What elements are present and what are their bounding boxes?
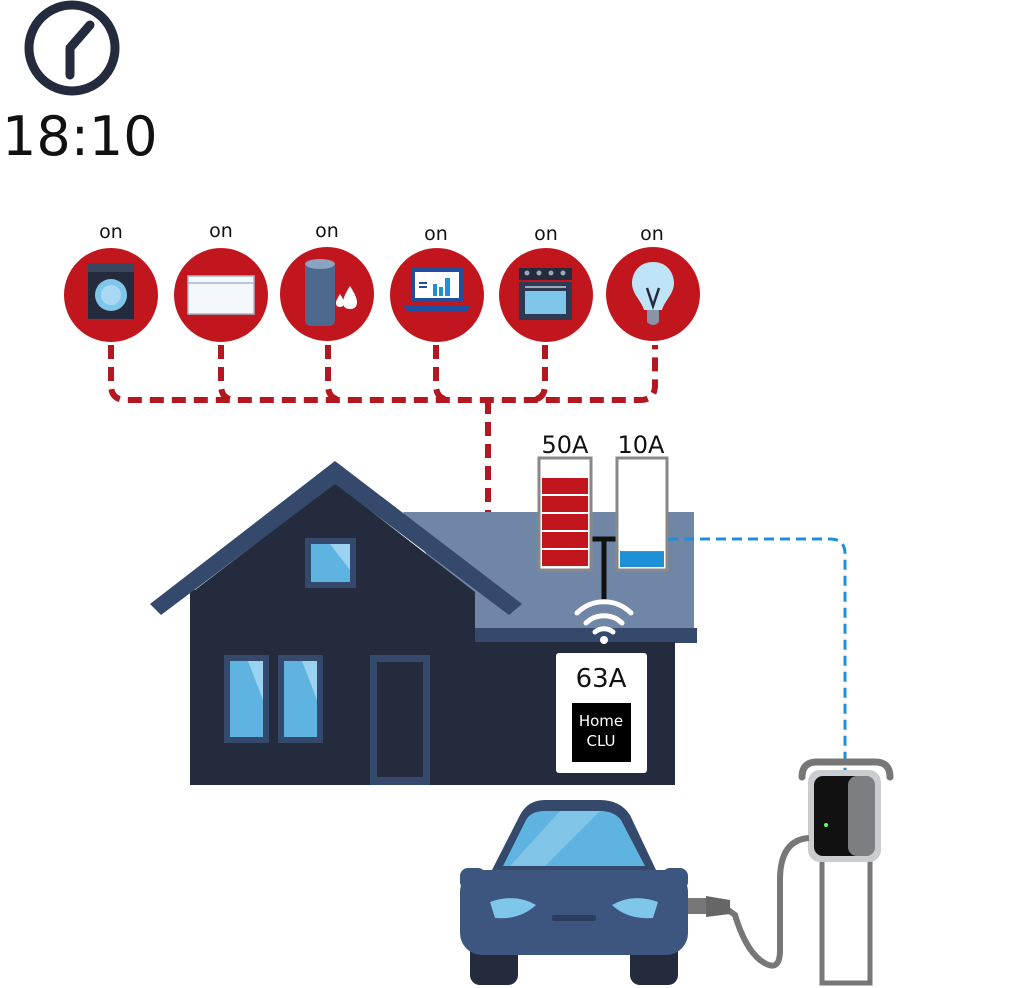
meter-segment bbox=[542, 532, 588, 548]
household-current-label: 50A bbox=[542, 431, 590, 459]
appliance-water-heater[interactable] bbox=[280, 247, 374, 341]
window bbox=[278, 655, 323, 743]
home-clu-unit[interactable]: 63A Home CLU bbox=[556, 653, 647, 773]
meter-segment bbox=[542, 514, 588, 530]
main-current-label: 63A bbox=[576, 664, 627, 694]
appliance-stove[interactable] bbox=[499, 248, 593, 342]
appliance-status: on bbox=[424, 223, 448, 245]
charger-meter-fill bbox=[620, 551, 664, 567]
clock-time: 18:10 bbox=[2, 105, 158, 168]
appliance-status: on bbox=[209, 220, 233, 242]
meter-segment bbox=[542, 550, 588, 566]
meter-segment bbox=[542, 496, 588, 512]
appliance-status: on bbox=[640, 223, 664, 245]
appliance-light[interactable] bbox=[606, 247, 700, 341]
clu-name-line1: Home bbox=[579, 712, 623, 730]
window bbox=[224, 655, 269, 743]
stove-icon bbox=[519, 268, 572, 320]
laptop-icon bbox=[403, 268, 471, 312]
charger-current-meter: 10A bbox=[615, 431, 669, 572]
meter-segment bbox=[542, 478, 588, 494]
water-heater-icon bbox=[305, 259, 357, 326]
charger-current-label: 10A bbox=[618, 431, 666, 459]
clu-name-line2: CLU bbox=[586, 732, 615, 750]
clock-icon bbox=[24, 0, 120, 96]
appliance-radiator[interactable] bbox=[174, 248, 268, 342]
appliance-washing-machine[interactable] bbox=[64, 248, 158, 342]
charging-station bbox=[688, 758, 894, 986]
household-meter-segments bbox=[542, 478, 588, 566]
meter-connector bbox=[592, 536, 617, 600]
door bbox=[370, 655, 430, 785]
appliance-laptop[interactable] bbox=[390, 248, 484, 342]
car bbox=[460, 800, 688, 985]
charging-plug bbox=[688, 896, 730, 917]
appliance-status: on bbox=[99, 221, 123, 243]
appliance-row: on on on bbox=[64, 220, 700, 342]
charger-link-line bbox=[668, 537, 847, 780]
appliance-status: on bbox=[315, 220, 339, 242]
radiator-icon bbox=[187, 275, 255, 315]
wifi-icon bbox=[574, 599, 634, 644]
window bbox=[305, 538, 356, 588]
household-current-meter: 50A bbox=[537, 431, 593, 572]
washing-machine-icon bbox=[88, 263, 134, 319]
wallbox[interactable] bbox=[808, 770, 881, 862]
light-bulb-icon bbox=[632, 262, 674, 325]
appliance-status: on bbox=[534, 223, 558, 245]
